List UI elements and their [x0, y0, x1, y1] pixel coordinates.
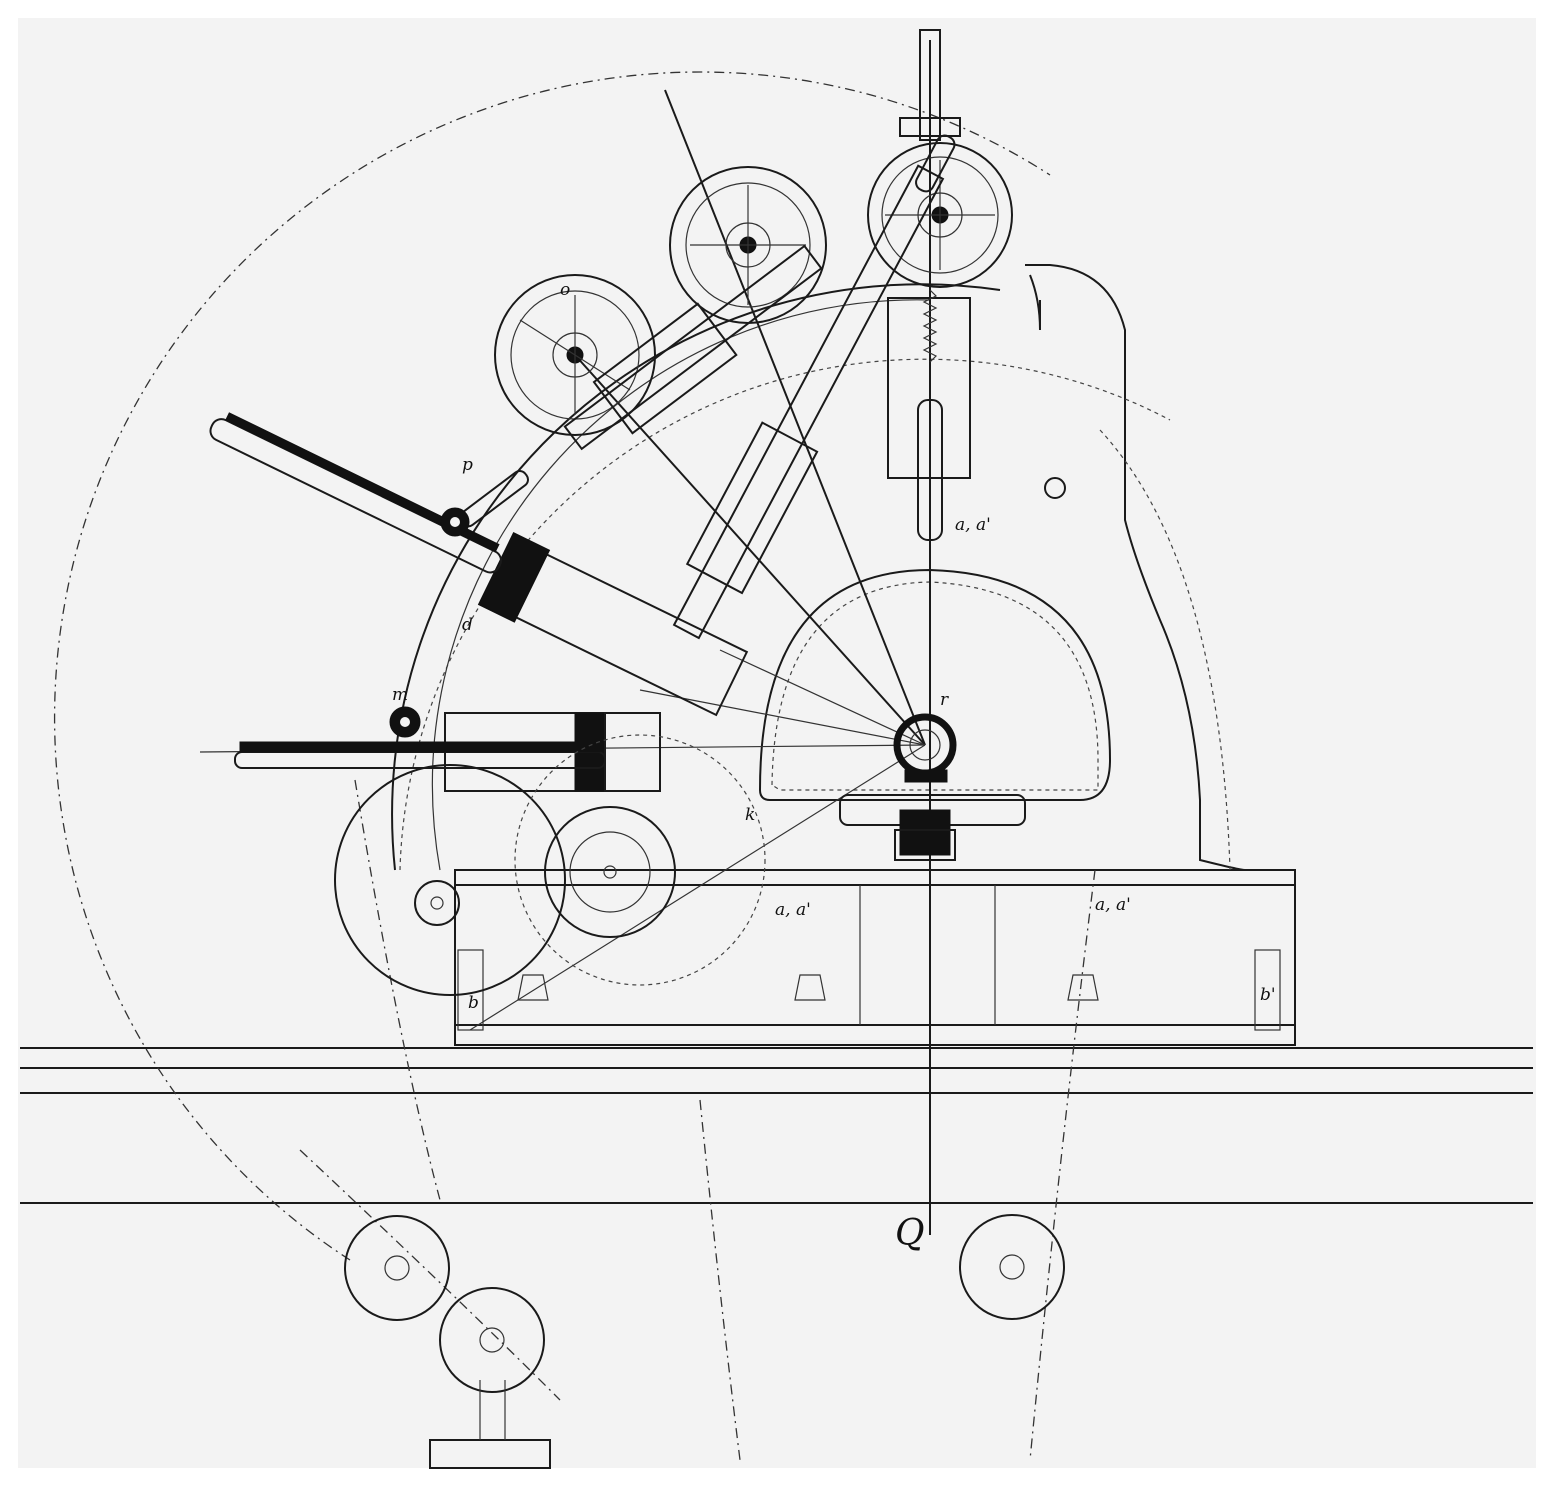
- label-b-prime: b': [1260, 985, 1276, 1005]
- vertical-screw: [887, 29, 971, 541]
- label-r: r: [940, 690, 949, 710]
- wheel-right: [867, 142, 1013, 288]
- label-m: m: [392, 685, 408, 705]
- label-a-lower-left: a, a': [775, 900, 811, 920]
- label-a-upper: a, a': [955, 515, 991, 535]
- wheel-middle: [669, 166, 827, 324]
- label-b: b: [468, 993, 479, 1013]
- label-o: o: [560, 280, 570, 300]
- upper-cylinder: [209, 412, 749, 717]
- housing: [399, 264, 1246, 871]
- rails: [20, 1047, 1533, 1204]
- tilted-screw-left: [459, 244, 823, 528]
- wheel-left: [494, 274, 656, 436]
- tilted-screw-middle: [672, 134, 956, 640]
- lower-wheels: [334, 734, 1065, 1469]
- label-a-lower-right: a, a': [1095, 895, 1131, 915]
- label-q: Q: [895, 1213, 925, 1254]
- pivot-casing: [758, 568, 1112, 801]
- pivot-casing-inner: [771, 581, 1099, 791]
- pivot-bearing: [839, 713, 1026, 861]
- label-k: k: [745, 805, 755, 825]
- label-d: d: [462, 615, 473, 635]
- label-p: p: [462, 455, 473, 475]
